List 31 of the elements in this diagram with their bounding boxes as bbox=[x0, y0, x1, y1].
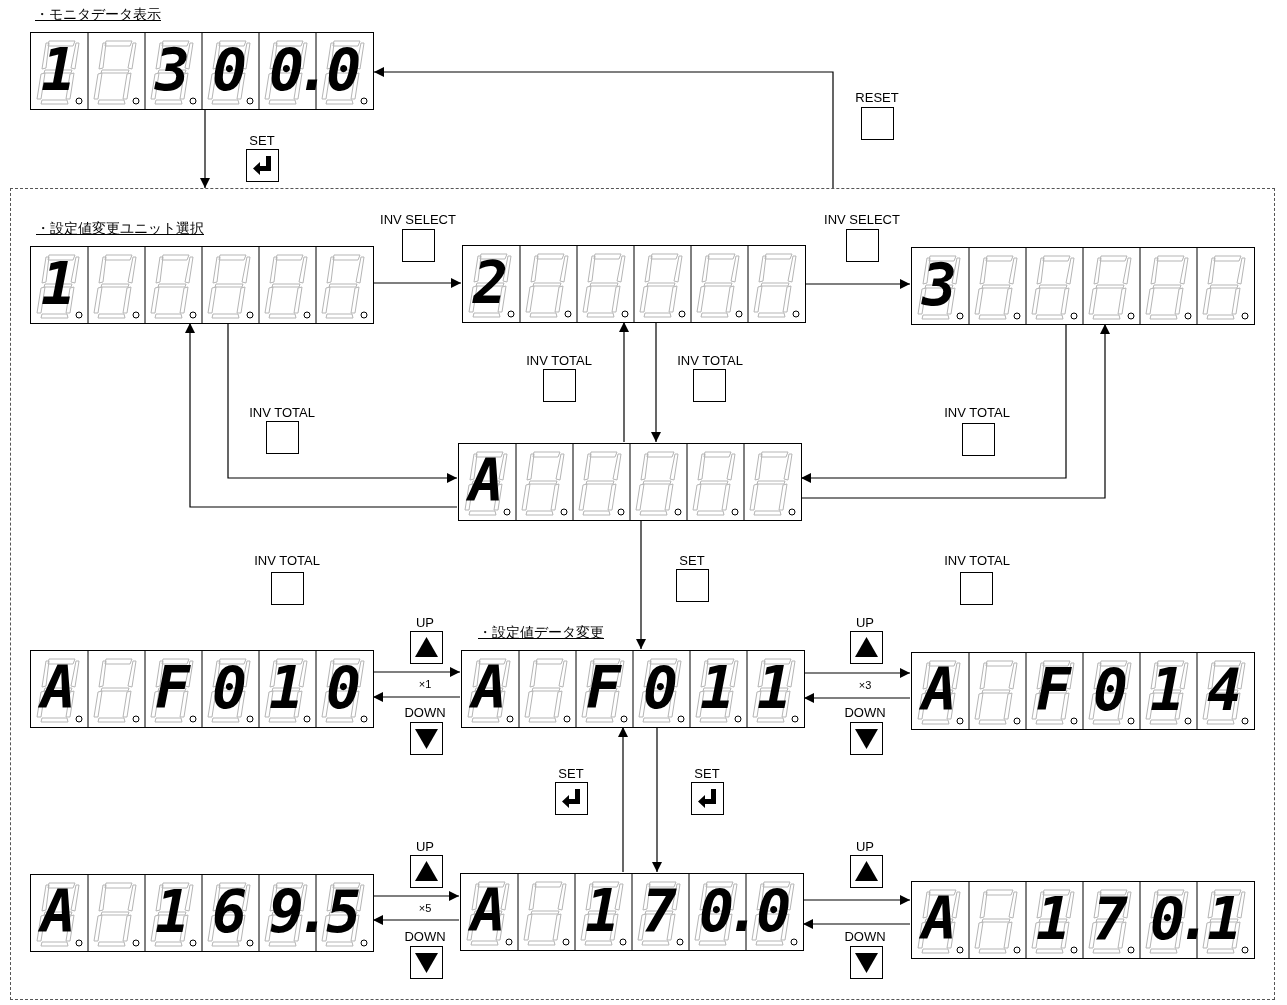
button-label: SET bbox=[694, 766, 720, 781]
button-label: DOWN bbox=[404, 705, 446, 720]
button-label: UP bbox=[415, 615, 435, 630]
button-label: SET bbox=[679, 553, 705, 568]
button-label: INV SELECT bbox=[824, 212, 900, 227]
button-label: UP bbox=[855, 839, 875, 854]
section-heading: ・設定値変更ユニット選択 bbox=[36, 220, 204, 238]
button-label: INV TOTAL bbox=[677, 353, 743, 368]
button-label: INV SELECT bbox=[380, 212, 456, 227]
display-readout: 2 bbox=[473, 249, 531, 317]
button-label: UP bbox=[415, 839, 435, 854]
button-label: INV TOTAL bbox=[526, 353, 592, 368]
button-label: DOWN bbox=[844, 705, 886, 720]
button-label: INV TOTAL bbox=[249, 405, 315, 420]
display-readout: 3 bbox=[922, 251, 980, 319]
button-label: INV TOTAL bbox=[944, 553, 1010, 568]
section-heading: ・設定値データ変更 bbox=[478, 624, 604, 642]
button-label: INV TOTAL bbox=[944, 405, 1010, 420]
button-label: INV TOTAL bbox=[254, 553, 320, 568]
button-label: SET bbox=[558, 766, 584, 781]
button-label: DOWN bbox=[404, 929, 446, 944]
repeat-count: ×3 bbox=[858, 679, 872, 692]
display-readout: 1 300.0 bbox=[41, 36, 384, 104]
repeat-count: ×1 bbox=[418, 678, 432, 691]
button-label: RESET bbox=[855, 90, 899, 105]
section-heading: ・モニタデータ表示 bbox=[35, 6, 161, 24]
button-label: UP bbox=[855, 615, 875, 630]
display-readout: 1 bbox=[41, 250, 99, 318]
button-label: SET bbox=[249, 133, 275, 148]
repeat-count: ×5 bbox=[418, 902, 432, 915]
button-label: DOWN bbox=[844, 929, 886, 944]
